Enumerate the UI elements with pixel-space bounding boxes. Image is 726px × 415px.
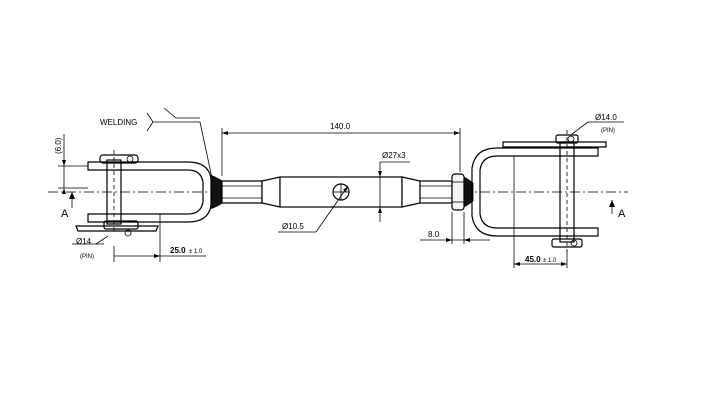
- label-left-fork: 25.0: [170, 246, 186, 255]
- label-pin-diameter-right: Ø14.0: [595, 113, 617, 122]
- right-weld: [463, 176, 474, 208]
- label-offset-left: (6.0): [54, 137, 63, 154]
- dim-hole-diameter: Ø10.5: [278, 185, 349, 233]
- label-left-fork-tol: ± 1.0: [189, 249, 203, 255]
- dim-right-fork: 45.0 ± 1.0: [513, 156, 568, 268]
- welding-note: WELDING: [100, 107, 213, 179]
- label-body-diameter: Ø27x3: [382, 151, 406, 160]
- section-arrow-left: A: [61, 192, 75, 220]
- label-section-right: A: [618, 208, 626, 220]
- label-nut: 8.0: [428, 230, 440, 239]
- label-pin-left: (PIN): [80, 254, 94, 260]
- label-welding: WELDING: [100, 118, 137, 127]
- label-pin-diameter-left: Ø14: [76, 237, 92, 246]
- label-pin-right: (PIN): [601, 128, 615, 134]
- section-arrow-right: A: [609, 200, 626, 220]
- label-right-fork-tol: ± 1.0: [543, 258, 557, 264]
- dim-nut: 8.0: [420, 212, 490, 244]
- dim-left-fork: 25.0 ± 1.0: [113, 214, 206, 262]
- label-section-left: A: [61, 208, 69, 220]
- left-clevis: [75, 150, 212, 237]
- right-clevis: [471, 130, 607, 252]
- dim-length-overall: 140.0: [221, 122, 461, 176]
- dim-pin-left: Ø14 (PIN): [72, 235, 109, 260]
- dim-pin-right: Ø14.0 (PIN): [571, 113, 624, 135]
- lock-nut: [451, 173, 465, 211]
- dim-offset-left: (6.0): [54, 134, 88, 194]
- dim-body-diameter: Ø27x3: [378, 151, 410, 222]
- label-hole-diameter: Ø10.5: [282, 222, 304, 231]
- left-weld: [209, 174, 223, 210]
- turnbuckle-tube: [221, 176, 453, 208]
- label-right-fork: 45.0: [525, 255, 541, 264]
- label-length-overall: 140.0: [330, 122, 351, 131]
